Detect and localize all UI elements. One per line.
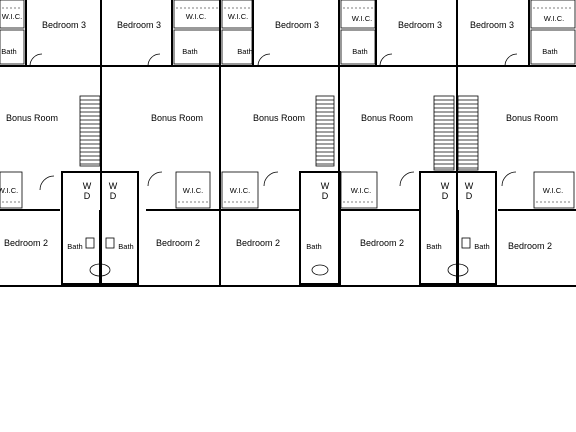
- label-bedroom2-4: Bedroom 2: [360, 238, 404, 248]
- label-d-2: D: [110, 191, 117, 201]
- label-bedroom2-3: Bedroom 2: [236, 238, 280, 248]
- label-bonus-5: Bonus Room: [506, 113, 558, 123]
- label-wic-lower-2: W.I.C.: [183, 186, 203, 195]
- label-bath-upper-2: Bath: [182, 47, 197, 56]
- label-d-1: D: [84, 191, 91, 201]
- label-d-3: D: [322, 191, 329, 201]
- label-w-4: W: [441, 181, 450, 191]
- label-bonus-3: Bonus Room: [253, 113, 305, 123]
- label-wic-upper-4: W.I.C.: [352, 14, 372, 23]
- label-wic-lower-1: W.I.C.: [0, 186, 18, 195]
- label-wic-upper-2: W.I.C.: [186, 12, 206, 21]
- label-wic-upper-3: W.I.C.: [228, 12, 248, 21]
- label-wic-upper-1: W.I.C.: [2, 12, 22, 21]
- label-wic-upper-5: W.I.C.: [544, 14, 564, 23]
- walls: [0, 0, 576, 287]
- label-bedroom2-1: Bedroom 2: [4, 238, 48, 248]
- label-d-4: D: [442, 191, 449, 201]
- label-w-3: W: [321, 181, 330, 191]
- label-bedroom3-1: Bedroom 3: [42, 20, 86, 30]
- label-bath-lower-2: Bath: [118, 242, 133, 251]
- label-bonus-4: Bonus Room: [361, 113, 413, 123]
- closet-shelves: [2, 7, 573, 203]
- label-bath-lower-1: Bath: [67, 242, 82, 251]
- label-bath-upper-5: Bath: [542, 47, 557, 56]
- label-bath-lower-4: Bath: [426, 242, 441, 251]
- label-bath-upper-4: Bath: [352, 47, 367, 56]
- label-bath-lower-5: Bath: [474, 242, 489, 251]
- label-wic-lower-5: W.I.C.: [543, 186, 563, 195]
- label-bedroom3-5: Bedroom 3: [470, 20, 514, 30]
- label-bedroom2-5: Bedroom 2: [508, 241, 552, 251]
- label-bath-upper-1: Bath: [1, 47, 16, 56]
- label-bonus-2: Bonus Room: [151, 113, 203, 123]
- label-w-2: W: [109, 181, 118, 191]
- label-bedroom3-3: Bedroom 3: [275, 20, 319, 30]
- label-bath-upper-3: Bath: [237, 47, 252, 56]
- label-bath-lower-3: Bath: [306, 242, 321, 251]
- stairs: [79, 95, 479, 171]
- label-bedroom2-2: Bedroom 2: [156, 238, 200, 248]
- label-wic-lower-4: W.I.C.: [351, 186, 371, 195]
- door-swings: [29, 53, 518, 191]
- label-w-1: W: [83, 181, 92, 191]
- room-labels: Bedroom 3 Bedroom 3 Bedroom 3 Bedroom 3 …: [0, 12, 564, 251]
- label-d-5: D: [466, 191, 473, 201]
- fixtures: [85, 237, 471, 277]
- label-bedroom3-2: Bedroom 3: [117, 20, 161, 30]
- label-w-5: W: [465, 181, 474, 191]
- label-bonus-1: Bonus Room: [6, 113, 58, 123]
- label-bedroom3-4: Bedroom 3: [398, 20, 442, 30]
- label-wic-lower-3: W.I.C.: [230, 186, 250, 195]
